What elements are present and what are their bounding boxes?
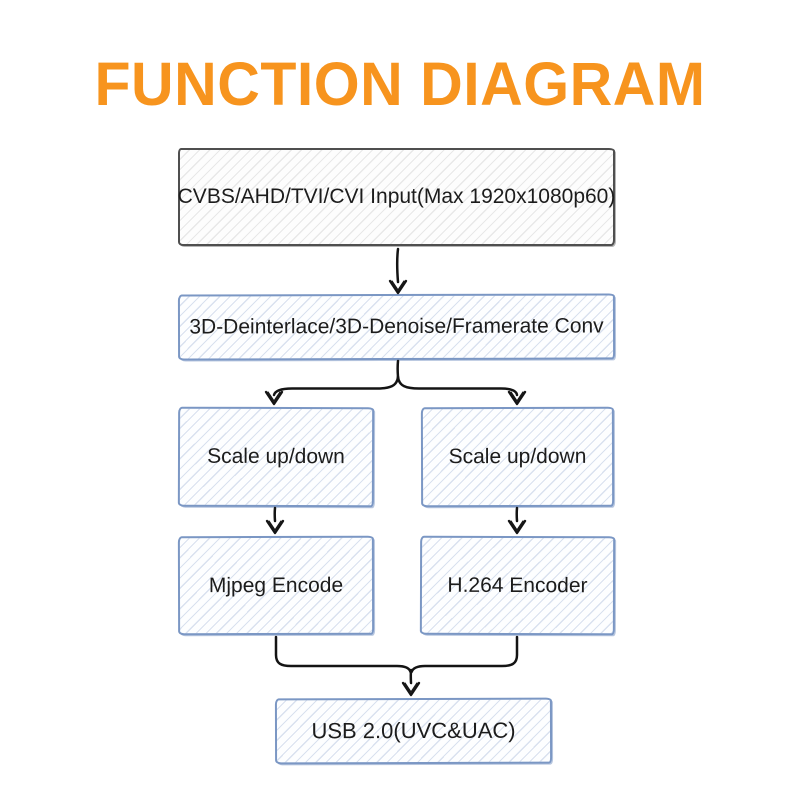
node-process-label: 3D-Deinterlace/3D-Denoise/Framerate Conv xyxy=(189,314,604,339)
node-mjpeg-encode-box: Mjpeg Encode xyxy=(177,535,375,636)
arrow-input-to-process xyxy=(388,247,408,295)
node-scale-right-label: Scale up/down xyxy=(448,444,587,469)
node-scale-right-box: Scale up/down xyxy=(420,406,615,508)
arrow-merge-to-usb xyxy=(274,635,519,697)
node-mjpeg-encode-label: Mjpeg Encode xyxy=(208,573,344,597)
arrow-process-fork xyxy=(264,359,527,406)
node-scale-left-box: Scale up/down xyxy=(177,406,375,508)
node-h264-encoder-box: H.264 Encoder xyxy=(419,535,616,636)
page-title: FUNCTION DIAGRAM xyxy=(94,49,706,119)
node-input-box: CVBS/AHD/TVI/CVI Input(Max 1920x1080p60) xyxy=(178,148,615,246)
node-input-label: CVBS/AHD/TVI/CVI Input(Max 1920x1080p60) xyxy=(177,185,616,208)
arrow-scale-right-to-h264 xyxy=(507,506,527,535)
node-h264-encoder-label: H.264 Encoder xyxy=(447,573,588,597)
node-scale-left-label: Scale up/down xyxy=(207,444,345,469)
node-usb-output-label: USB 2.0(UVC&UAC) xyxy=(311,717,516,744)
arrow-scale-left-to-mjpeg xyxy=(265,506,285,535)
node-process-box: 3D-Deinterlace/3D-Denoise/Framerate Conv xyxy=(177,293,616,361)
node-usb-output-box: USB 2.0(UVC&UAC) xyxy=(274,697,553,765)
